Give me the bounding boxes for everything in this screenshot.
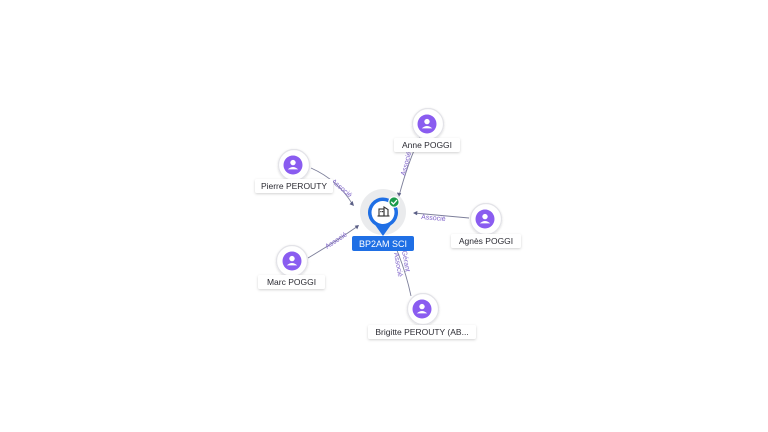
edge-label-brigitte-role2: Associé	[392, 252, 403, 277]
check-icon	[390, 199, 398, 205]
person-node-brigitte[interactable]: Brigitte PEROUTY (AB...	[368, 292, 476, 340]
label-box	[258, 275, 325, 289]
edge-agnes[interactable]: Associé	[413, 210, 470, 223]
company-node[interactable]: BP2AM SCI	[352, 189, 414, 251]
person-icon	[416, 303, 428, 314]
label-box	[451, 234, 521, 248]
person-label: Pierre PEROUTY	[261, 181, 327, 191]
person-node-marc[interactable]: Marc POGGI	[258, 244, 325, 290]
person-node-pierre[interactable]: Pierre PEROUTY	[255, 148, 333, 194]
person-icon	[421, 118, 433, 129]
person-label: Agnès POGGI	[459, 236, 513, 246]
person-node-anne[interactable]: Anne POGGI	[394, 107, 460, 153]
edge-label-marc: Associé	[324, 231, 348, 250]
person-label: Marc POGGI	[267, 277, 316, 287]
person-node-agnes[interactable]: Agnès POGGI	[451, 202, 521, 249]
status-badge	[388, 196, 400, 208]
edge-label-pierre: Associé	[330, 178, 353, 199]
company-label: BP2AM SCI	[359, 239, 407, 249]
person-icon	[479, 213, 491, 224]
person-icon	[286, 255, 298, 266]
company-pin-inner	[371, 201, 395, 224]
edge-label-brigitte-role1: Gérant	[400, 250, 411, 272]
edge-marc[interactable]: Associé	[307, 225, 359, 259]
label-box	[394, 138, 460, 152]
edge-label-anne: Associé	[400, 151, 413, 177]
building-icon	[377, 206, 390, 217]
label-box	[255, 179, 333, 193]
person-label: Anne POGGI	[402, 140, 452, 150]
edge-brigitte[interactable]: Gérant Associé	[392, 247, 412, 297]
person-icon	[287, 159, 299, 170]
label-box	[368, 325, 476, 339]
person-label: Brigitte PEROUTY (AB...	[375, 327, 468, 337]
edge-label-agnes: Associé	[421, 214, 446, 223]
company-label-box	[352, 236, 414, 251]
